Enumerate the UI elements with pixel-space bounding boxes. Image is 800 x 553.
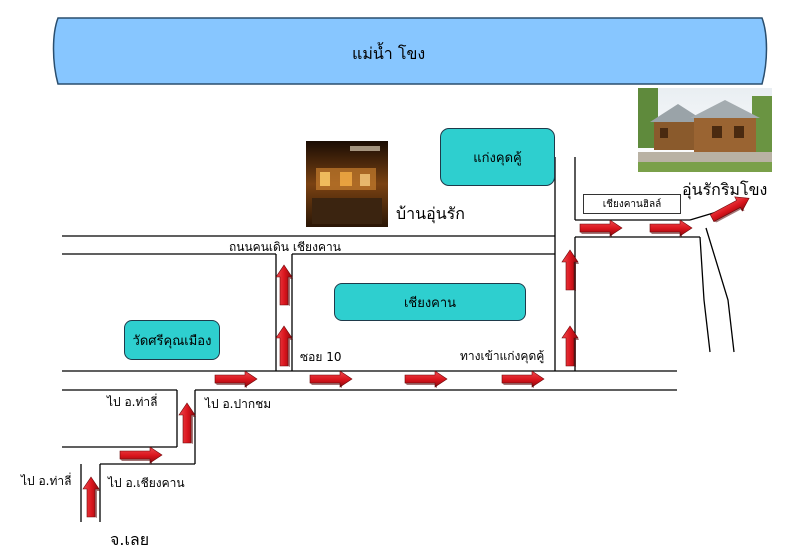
to-tha-li-upper-label: ไป อ.ท่าลี่ bbox=[107, 395, 158, 409]
loei-province-label: จ.เลย bbox=[110, 530, 150, 549]
chiang-khan-hill-text: เชียงคานฮิลล์ bbox=[602, 198, 662, 210]
place-chiang-khan-label: เชียงคาน bbox=[403, 295, 457, 311]
mekong-river bbox=[52, 17, 768, 85]
chiang-khan-hill-label: เชียงคานฮิลล์ bbox=[583, 194, 681, 214]
place-wat-si-khun-mueang: วัดศรีคุณเมือง bbox=[124, 320, 220, 360]
to-chiang-khan-district-label: ไป อ.เชียงคาน bbox=[108, 476, 185, 490]
baan-un-rak-label: บ้านอุ่นรัก bbox=[396, 204, 465, 223]
soi-10-label: ซอย 10 bbox=[300, 350, 342, 364]
kaeng-khut-khu-entrance-label: ทางเข้าแก่งคุดคู้ bbox=[460, 349, 545, 363]
place-wat-si-khun-mueang-label: วัดศรีคุณเมือง bbox=[132, 333, 212, 349]
to-pak-chom-label: ไป อ.ปากชม bbox=[205, 397, 272, 411]
to-tha-li-lower-label: ไป อ.ท่าลี่ bbox=[21, 474, 72, 488]
photo-homestay bbox=[306, 141, 388, 227]
place-chiang-khan: เชียงคาน bbox=[334, 283, 526, 321]
photo-riverside-resort bbox=[638, 88, 772, 172]
un-rak-rim-khong-label: อุ่นรักริมโขง bbox=[682, 180, 768, 199]
walking-street-label: ถนนคนเดิน เชียงคาน bbox=[229, 240, 341, 254]
place-kaeng-khut-khu-label: แก่งคุดคู้ bbox=[473, 150, 522, 166]
place-kaeng-khut-khu: แก่งคุดคู้ bbox=[440, 128, 555, 186]
river-label: แม่น้ำ โขง bbox=[352, 44, 426, 63]
